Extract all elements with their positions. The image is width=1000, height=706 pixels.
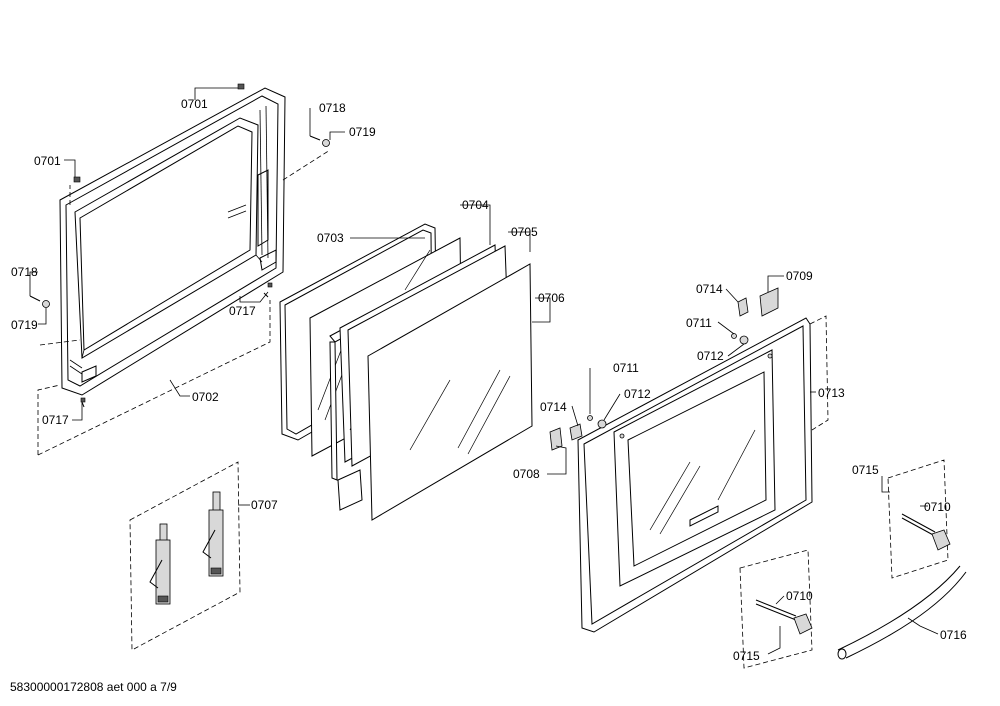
label-0719-left: 0719 xyxy=(11,318,38,332)
label-0707: 0707 xyxy=(251,498,278,512)
label-0711-mid: 0711 xyxy=(613,361,639,375)
label-0708: 0708 xyxy=(513,467,540,481)
document-id-footer: 58300000172808 aet 000 a 7/9 xyxy=(10,680,177,694)
label-0715-top: 0715 xyxy=(852,463,879,477)
label-0717-bottom: 0717 xyxy=(42,413,69,427)
label-0701-left: 0701 xyxy=(34,154,61,168)
label-0712-mid: 0712 xyxy=(624,387,651,401)
label-0702: 0702 xyxy=(192,390,219,404)
leader-lines xyxy=(29,87,939,655)
label-0704: 0704 xyxy=(462,198,489,212)
label-0711-top: 0711 xyxy=(686,316,712,330)
label-0714-mid: 0714 xyxy=(540,400,567,414)
part-labels: 0701 0701 0718 0719 0718 0719 0717 0717 … xyxy=(11,97,967,663)
handle-mount-kits xyxy=(739,459,951,669)
label-0716: 0716 xyxy=(940,628,967,642)
brackets-right xyxy=(549,287,779,451)
label-0714-top: 0714 xyxy=(696,282,723,296)
glass-panes xyxy=(309,237,533,521)
label-0703: 0703 xyxy=(317,231,344,245)
label-0715-bottom: 0715 xyxy=(733,649,760,663)
inner-door-frame xyxy=(37,83,331,456)
outer-door-panel xyxy=(577,315,829,633)
label-0701-top: 0701 xyxy=(181,97,208,111)
hinges xyxy=(129,461,241,651)
label-0718-top: 0718 xyxy=(319,101,346,115)
label-0705: 0705 xyxy=(511,225,538,239)
door-handle-bar xyxy=(837,565,967,660)
label-0706: 0706 xyxy=(538,291,565,305)
label-0718-left: 0718 xyxy=(11,265,38,279)
label-0719-top: 0719 xyxy=(349,125,376,139)
label-0710-top: 0710 xyxy=(924,500,951,514)
label-0713: 0713 xyxy=(818,386,845,400)
label-0712-top: 0712 xyxy=(697,349,724,363)
label-0710-bottom: 0710 xyxy=(786,589,813,603)
label-0717-mid: 0717 xyxy=(229,304,256,318)
label-0709: 0709 xyxy=(786,269,813,283)
